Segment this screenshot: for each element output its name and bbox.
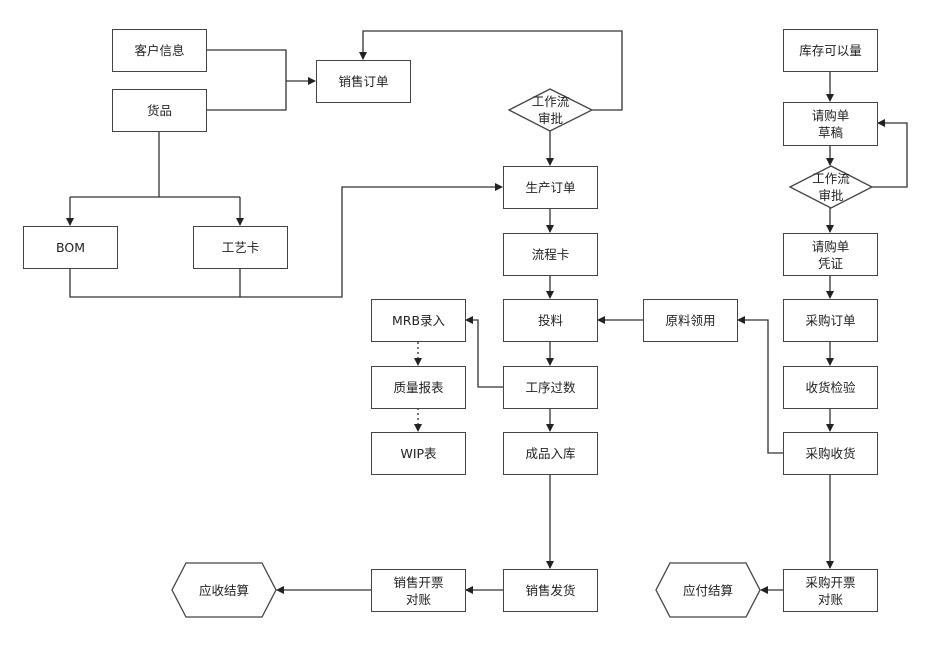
node-label: WIP表 bbox=[400, 446, 437, 461]
node-craft-card[interactable]: 工艺卡 bbox=[193, 226, 288, 269]
node-label: 请购单 凭证 bbox=[811, 238, 850, 271]
node-label: 客户信息 bbox=[134, 43, 185, 58]
node-flow-card[interactable]: 流程卡 bbox=[503, 233, 598, 276]
payable-settlement-hexagon bbox=[655, 562, 761, 618]
node-feeding[interactable]: 投料 bbox=[503, 299, 598, 342]
node-mrb-entry[interactable]: MRB录入 bbox=[371, 299, 466, 342]
node-label: 库存可以量 bbox=[799, 43, 862, 58]
node-label: BOM bbox=[56, 240, 85, 255]
workflow-approval-label-2[interactable]: 工作流 审批 bbox=[812, 171, 850, 203]
node-finished-storage[interactable]: 成品入库 bbox=[503, 432, 598, 475]
receivable-settlement-hexagon bbox=[171, 562, 277, 618]
node-label: 销售开票 对账 bbox=[393, 574, 444, 607]
node-label: 销售发货 bbox=[525, 583, 576, 598]
node-label: 质量报表 bbox=[393, 380, 444, 395]
node-label: 采购开票 对账 bbox=[805, 574, 856, 607]
node-customer-info[interactable]: 客户信息 bbox=[112, 29, 207, 72]
node-goods[interactable]: 货品 bbox=[112, 89, 207, 132]
edge-approval-to-sales-order bbox=[359, 30, 623, 111]
node-label: 销售订单 bbox=[338, 74, 389, 89]
node-purchase-invoice[interactable]: 采购开票 对账 bbox=[783, 569, 878, 612]
node-label: 成品入库 bbox=[525, 446, 576, 461]
node-label: 工艺卡 bbox=[221, 240, 260, 255]
node-purchase-order[interactable]: 采购订单 bbox=[783, 299, 878, 342]
node-label: MRB录入 bbox=[391, 313, 446, 328]
node-label: 收货检验 bbox=[805, 380, 856, 395]
workflow-approval-diamond-1 bbox=[507, 88, 594, 132]
edge-process-to-mrb bbox=[465, 316, 503, 388]
node-quality-report[interactable]: 质量报表 bbox=[371, 366, 466, 409]
node-label: 投料 bbox=[537, 313, 563, 328]
node-label: 货品 bbox=[146, 103, 172, 118]
node-wip-table[interactable]: WIP表 bbox=[371, 432, 466, 475]
node-label: 生产订单 bbox=[525, 180, 576, 195]
workflow-approval-label-1[interactable]: 工作流 审批 bbox=[531, 94, 570, 126]
receivable-settlement-label[interactable]: 应收结算 bbox=[198, 582, 249, 598]
node-material-requisition[interactable]: 原料领用 bbox=[643, 299, 738, 342]
node-receiving-inspection[interactable]: 收货检验 bbox=[783, 366, 878, 409]
node-purchase-receipt[interactable]: 采购收货 bbox=[783, 432, 878, 475]
node-sales-invoice[interactable]: 销售开票 对账 bbox=[371, 569, 466, 612]
payable-settlement-label[interactable]: 应付结算 bbox=[682, 582, 733, 598]
node-label: 工序过数 bbox=[525, 380, 576, 395]
node-label: 流程卡 bbox=[531, 247, 570, 262]
node-bom[interactable]: BOM bbox=[23, 226, 118, 269]
node-label: 请购单 草稿 bbox=[811, 108, 850, 140]
node-label: 原料领用 bbox=[665, 313, 716, 328]
node-purchase-request-draft[interactable]: 请购单 草稿 bbox=[783, 102, 878, 146]
node-sales-order[interactable]: 销售订单 bbox=[316, 60, 411, 103]
node-inventory-available[interactable]: 库存可以量 bbox=[783, 29, 878, 72]
node-process-count[interactable]: 工序过数 bbox=[503, 366, 598, 409]
node-label: 采购收货 bbox=[805, 446, 856, 461]
node-sales-delivery[interactable]: 销售发货 bbox=[503, 569, 598, 612]
node-production-order[interactable]: 生产订单 bbox=[503, 166, 598, 209]
node-purchase-request-voucher[interactable]: 请购单 凭证 bbox=[783, 233, 878, 276]
edge-approval-back-to-draft bbox=[872, 119, 908, 188]
edge-goods-split bbox=[70, 131, 240, 198]
edge-bom-craft-to-production bbox=[69, 183, 503, 298]
edge-receipt-to-requisition bbox=[737, 316, 783, 454]
edge-customer-to-sales bbox=[206, 49, 287, 111]
node-label: 采购订单 bbox=[805, 313, 856, 328]
workflow-approval-diamond-2 bbox=[788, 165, 874, 209]
